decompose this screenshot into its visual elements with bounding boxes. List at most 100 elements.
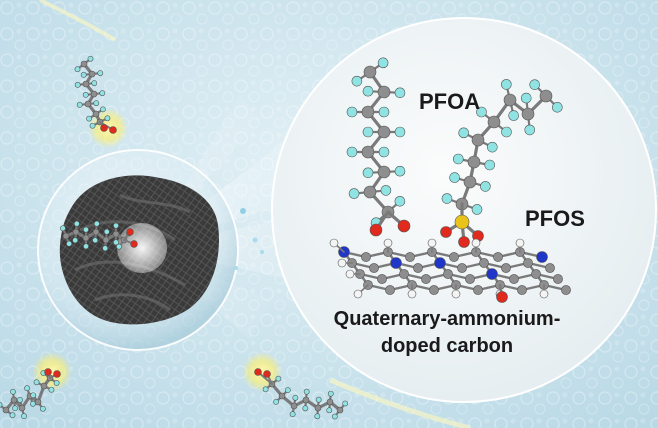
carbon-atom (517, 285, 527, 295)
fluorine-atom (449, 172, 460, 183)
fluorine-atom (33, 379, 40, 386)
fluorine-atom (524, 124, 536, 136)
carbon-atom (363, 185, 377, 199)
carbon-atom (553, 274, 563, 284)
fluorine-atom (104, 115, 111, 122)
fluorine-atom (331, 413, 338, 420)
fluorine-atom (30, 392, 37, 399)
fluorine-atom (17, 397, 23, 403)
fluorine-atom (74, 66, 81, 73)
carbon-atom (561, 285, 571, 295)
oxygen-atom (126, 228, 134, 236)
pfas-molecule-top (74, 55, 117, 134)
fluorine-atom (102, 245, 109, 252)
fluorine-atom (346, 106, 358, 118)
carbon-atom (314, 404, 322, 412)
light-streak-bottom (329, 377, 471, 428)
carbon-atom (72, 228, 80, 236)
carbon-atom (479, 258, 489, 268)
fluorine-atom (72, 237, 79, 244)
fluorine-atom (346, 146, 358, 158)
hydrogen-atom (407, 289, 417, 299)
fluorine-atom (342, 400, 349, 407)
glow-halo (32, 352, 72, 392)
hydrogen-atom (515, 238, 525, 248)
carbon-atom (377, 165, 391, 179)
pfas-molecule-bottom-center (254, 368, 349, 420)
glow-halo (242, 352, 282, 392)
magnifier-lens (117, 223, 167, 273)
water-droplet (260, 250, 264, 254)
water-droplet (240, 208, 246, 214)
carbon-atom (361, 145, 375, 159)
oxygen-atom (458, 236, 470, 248)
pfoa-molecule (346, 57, 411, 237)
fluorine-atom (351, 75, 363, 87)
carbon-atom (92, 228, 100, 236)
carbon-atom (377, 85, 391, 99)
light-streak-top (39, 0, 117, 42)
fluorine-atom (471, 204, 483, 215)
fluorine-atom (103, 228, 110, 235)
fluorine-atom (362, 167, 374, 179)
oxygen-atom (263, 370, 271, 378)
carbon-atom (399, 269, 409, 279)
fluorine-atom (66, 240, 72, 247)
carbon-atom (361, 105, 375, 119)
nitrogen-atom (390, 257, 402, 269)
oxygen-atom (254, 368, 262, 376)
fluorine-atom (48, 386, 55, 393)
carbon-atom (90, 90, 98, 98)
fluorine-atom (97, 70, 104, 77)
fluorine-atom (520, 92, 532, 104)
fluorine-atom (60, 225, 66, 232)
fluorine-atom (501, 79, 512, 90)
carbon-label-line2: doped carbon (380, 335, 514, 357)
carbon-atom (363, 65, 377, 79)
oxygen-atom (130, 240, 138, 248)
fluorine-atom (487, 141, 498, 153)
fluorine-atom (394, 195, 406, 207)
doped-carbon-sheet (329, 238, 571, 303)
carbon-atom (82, 80, 90, 88)
fluorine-atom (394, 87, 406, 99)
carbon-atom (413, 263, 423, 273)
carbon-atom (112, 230, 120, 238)
fluorine-atom (80, 71, 87, 78)
fluorine-atom (24, 385, 30, 392)
fluorine-atom (284, 387, 291, 394)
carbon-atom (80, 60, 88, 68)
fluorine-atom (12, 405, 18, 412)
fluorine-atom (83, 243, 89, 250)
hydrogen-atom (353, 289, 363, 299)
sulfur-atom (454, 214, 470, 230)
fluorine-atom (302, 405, 309, 412)
fluorine-atom (113, 239, 119, 246)
carbon-atom (457, 263, 467, 273)
carbon-atom (539, 89, 553, 103)
fluorine-atom (93, 100, 100, 107)
carbon-atom (449, 252, 459, 262)
fluorine-atom (552, 102, 563, 113)
carbon-atom (501, 263, 511, 273)
carbon-atom (531, 269, 541, 279)
fluorine-atom (289, 411, 296, 418)
fluorine-atom (116, 243, 122, 250)
carbon-atom (421, 274, 431, 284)
fluorine-atom (113, 222, 119, 229)
carbon-atom (10, 396, 18, 404)
oxygen-atom (109, 126, 117, 134)
water-droplet (252, 237, 258, 243)
carbon-atom (521, 107, 535, 121)
fluorine-atom (91, 80, 98, 87)
carbon-atom (429, 285, 439, 295)
carbon-atom (377, 274, 387, 284)
carbon-atom (385, 285, 395, 295)
carbon-atom (471, 133, 485, 147)
nitrogen-atom (486, 268, 498, 280)
hydrogen-atom (451, 289, 461, 299)
fluorine-atom (380, 185, 392, 196)
fluorine-atom (92, 237, 99, 244)
bubble-with-carbon (37, 149, 264, 351)
fluorine-atom (292, 394, 299, 401)
